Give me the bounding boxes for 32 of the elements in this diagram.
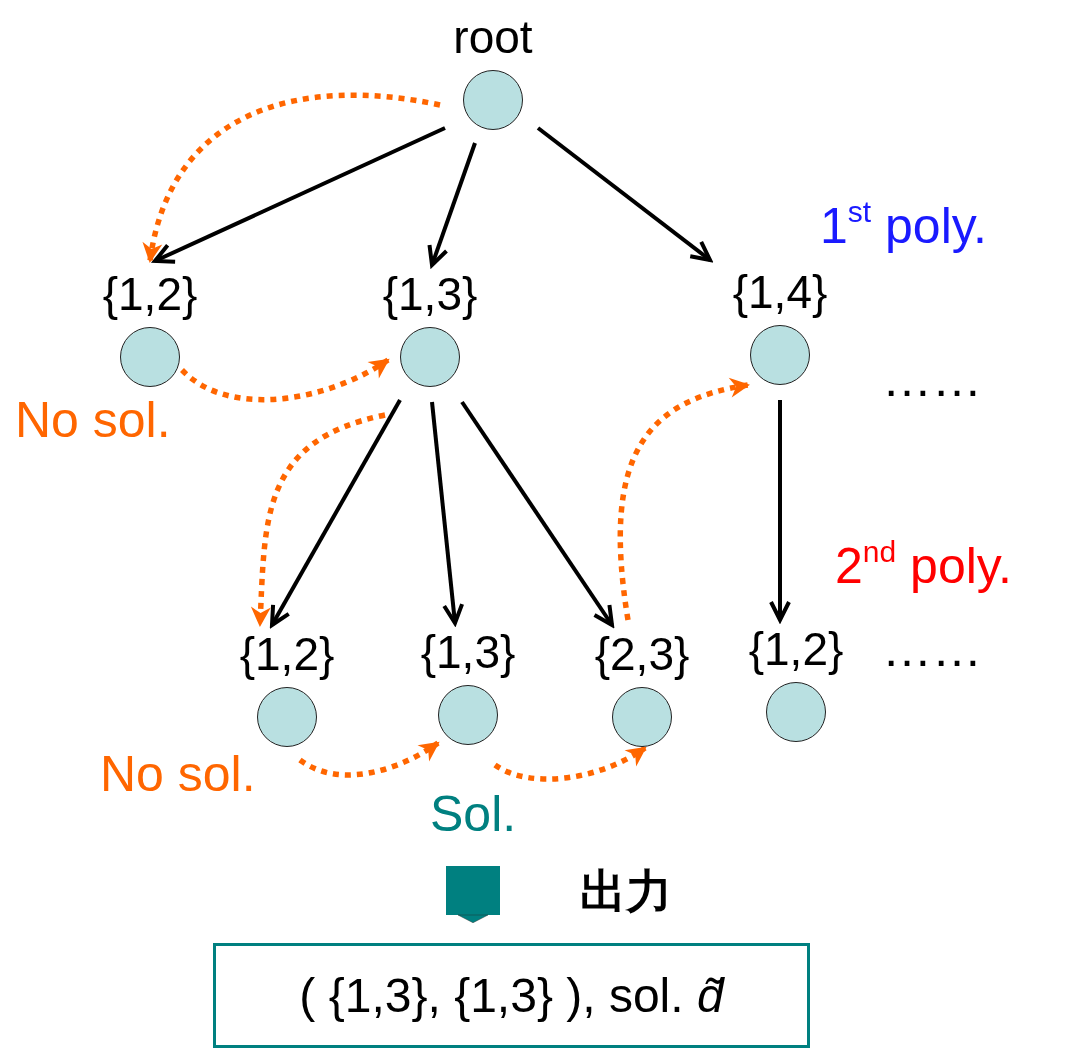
arrow (427, 142, 477, 267)
annotation-text: 1$^{st}$ poly. (820, 195, 987, 254)
output-box (213, 943, 810, 1048)
node-label: {1,3} (382, 269, 478, 319)
arrow (153, 126, 446, 264)
annotation-text: 2$^{nd}$ poly. (835, 535, 1012, 594)
node-label: {1,2} (239, 629, 335, 679)
node-label: {2,3} (594, 629, 690, 679)
block-arrow (446, 866, 500, 923)
arrow (430, 401, 465, 625)
node-label: {1,3} (420, 627, 516, 677)
arrow (617, 378, 750, 621)
edge-label: 出力 (580, 866, 672, 917)
result-text: ( {1,3}, {1,3} ), sol. d̃ (299, 968, 724, 1023)
arrow (143, 92, 441, 263)
arrow (460, 400, 614, 627)
node-label: {1,2} (102, 269, 198, 319)
arrow (270, 399, 402, 627)
arrow (769, 400, 791, 622)
node-label: {1,4} (732, 267, 828, 317)
arrow (493, 745, 647, 782)
node-label: root (453, 12, 533, 62)
status-label: No sol. (100, 747, 256, 802)
status-label: Sol. (430, 787, 517, 842)
annotation-text: …… (882, 622, 982, 677)
arrow (250, 412, 386, 627)
node-label: {1,2} (748, 624, 844, 674)
arrow (536, 126, 712, 262)
arrow (180, 357, 390, 403)
annotation-text: …… (882, 352, 982, 407)
arrow (298, 740, 440, 778)
status-label: No sol. (15, 393, 171, 448)
